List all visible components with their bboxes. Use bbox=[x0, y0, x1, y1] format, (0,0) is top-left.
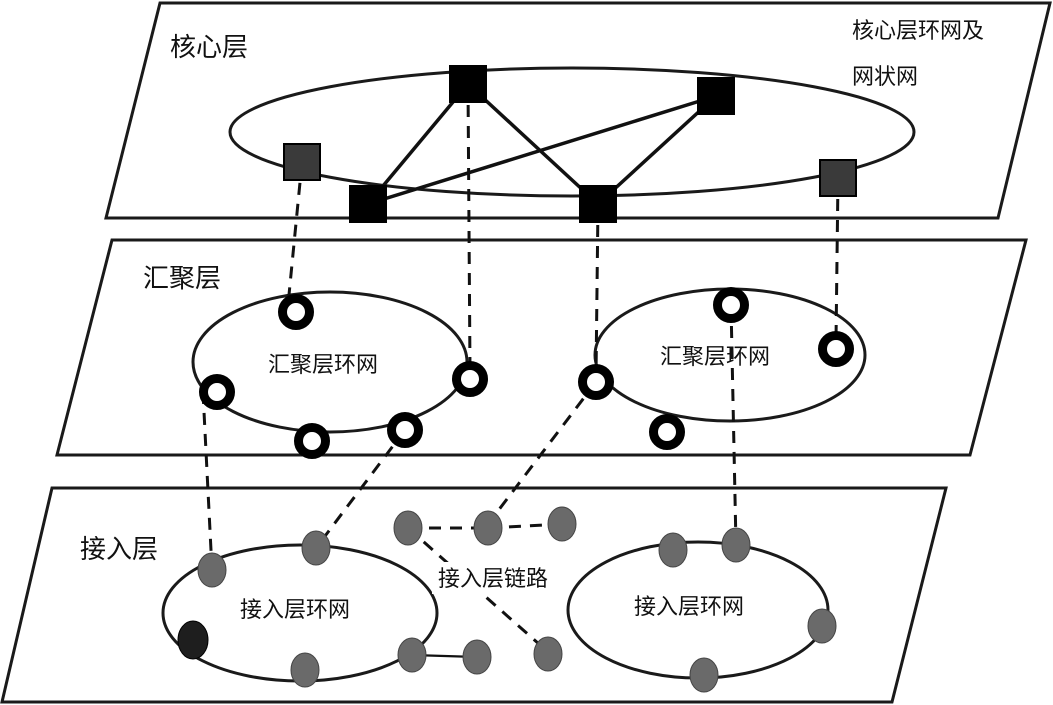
aggregation-node bbox=[278, 294, 314, 330]
access-node bbox=[473, 510, 503, 546]
core-layer-plane bbox=[104, 1, 1052, 220]
access-node bbox=[547, 506, 577, 542]
aggregation-layer-title: 汇聚层 bbox=[143, 263, 221, 293]
aggregation-node bbox=[199, 374, 235, 410]
core-node bbox=[449, 65, 487, 103]
core-node bbox=[283, 143, 321, 181]
uplink-dashed bbox=[834, 177, 840, 341]
aggregation-ring-right-label: 汇聚层环网 bbox=[660, 344, 770, 369]
core-node bbox=[349, 185, 387, 223]
aggregation-node bbox=[818, 331, 854, 367]
aggregation-node bbox=[294, 423, 330, 459]
access-node bbox=[177, 620, 209, 660]
uplink-dashed bbox=[483, 381, 598, 529]
access-node bbox=[197, 552, 227, 588]
core-node bbox=[579, 185, 617, 223]
access-node bbox=[462, 639, 492, 675]
aggregation-nodes bbox=[199, 287, 854, 459]
core-layer-title: 核心层 bbox=[170, 32, 248, 62]
core-link bbox=[366, 82, 470, 206]
core-node bbox=[697, 77, 735, 115]
access-node bbox=[721, 527, 751, 563]
core-nodes bbox=[283, 65, 857, 223]
core-mesh-links bbox=[366, 82, 718, 206]
access-node bbox=[290, 652, 320, 688]
uplink-dashed bbox=[729, 304, 738, 546]
core-link bbox=[466, 82, 600, 206]
access-ring-left-label: 接入层环网 bbox=[240, 597, 350, 622]
access-link-label: 接入层链路 bbox=[438, 566, 548, 591]
core-link bbox=[596, 94, 718, 206]
uplink-dashed bbox=[314, 429, 407, 549]
uplink-dashed bbox=[286, 161, 304, 306]
uplink-dashed bbox=[201, 391, 214, 571]
access-link-label-bg bbox=[432, 562, 570, 594]
aggregation-node bbox=[649, 414, 685, 450]
access-node bbox=[533, 636, 563, 672]
aggregation-node bbox=[713, 287, 749, 323]
access-ring-right-label: 接入层环网 bbox=[634, 594, 744, 619]
access-node bbox=[397, 637, 427, 673]
access-node bbox=[301, 530, 331, 566]
access-node bbox=[393, 510, 423, 546]
core-node bbox=[819, 159, 857, 197]
access-node bbox=[807, 608, 837, 644]
core-link bbox=[367, 94, 717, 206]
access-node bbox=[658, 532, 688, 568]
aggregation-node bbox=[578, 364, 614, 400]
core-note-line1: 核心层环网及 bbox=[852, 18, 984, 43]
access-node bbox=[689, 657, 719, 693]
aggregation-node bbox=[452, 361, 488, 397]
access-nodes bbox=[177, 506, 837, 693]
aggregation-node bbox=[387, 412, 423, 448]
core-note-line2: 网状网 bbox=[852, 64, 918, 89]
uplink-dashed bbox=[594, 203, 600, 376]
uplink-dashed bbox=[466, 83, 472, 371]
core-ring bbox=[228, 66, 916, 198]
aggregation-ring-left-label: 汇聚层环网 bbox=[268, 352, 378, 377]
access-layer-title: 接入层 bbox=[80, 534, 158, 564]
